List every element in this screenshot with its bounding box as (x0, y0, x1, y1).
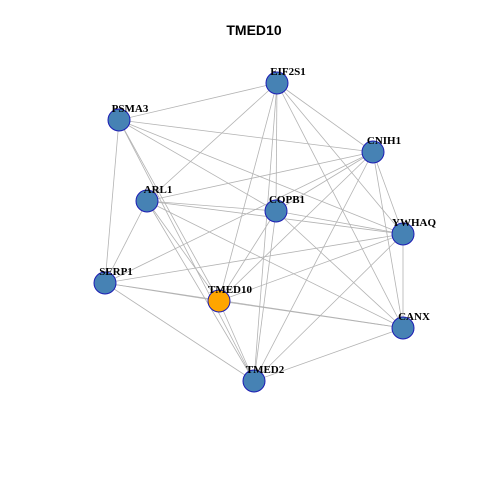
node-arl1[interactable]: ARL1 (135, 184, 173, 213)
edge-arl1-tmed2 (146, 200, 255, 382)
edge-tmed10-canx (218, 300, 404, 329)
node-cnih1[interactable]: CNIH1 (361, 135, 401, 164)
node-circle[interactable] (93, 271, 117, 295)
edge-arl1-copb1 (146, 200, 277, 212)
edge-eif2s1-cnih1 (276, 82, 374, 153)
edge-eif2s1-ywhaq (276, 82, 404, 235)
edge-eif2s1-canx (276, 82, 404, 329)
edge-ywhaq-serp1 (104, 233, 404, 284)
edge-cnih1-ywhaq (372, 151, 404, 235)
node-label: TMED2 (246, 364, 285, 376)
edge-copb1-tmed2 (253, 210, 277, 382)
node-label: CANX (398, 311, 430, 323)
node-circle[interactable] (361, 140, 385, 164)
node-label: CNIH1 (367, 135, 401, 147)
edge-canx-tmed2 (253, 327, 404, 382)
node-circle[interactable] (264, 199, 288, 223)
edge-layer (104, 82, 404, 382)
node-circle[interactable] (242, 369, 266, 393)
node-circle[interactable] (391, 316, 415, 340)
node-label: SERP1 (99, 266, 133, 278)
edge-serp1-tmed2 (104, 282, 255, 382)
edge-eif2s1-tmed2 (253, 82, 278, 382)
node-circle[interactable] (265, 71, 289, 95)
node-psma3[interactable]: PSMA3 (107, 103, 149, 132)
edge-arl1-tmed10 (146, 200, 220, 302)
edge-cnih1-canx (372, 151, 404, 329)
node-ywhaq[interactable]: YWHAQ (391, 217, 436, 246)
edge-cnih1-arl1 (146, 151, 374, 202)
edge-psma3-serp1 (104, 119, 120, 284)
edge-copb1-tmed10 (218, 210, 277, 302)
node-canx[interactable]: CANX (391, 311, 430, 340)
node-serp1[interactable]: SERP1 (93, 266, 133, 295)
edge-cnih1-copb1 (275, 151, 374, 212)
graph-title: TMED10 (226, 22, 281, 38)
edge-eif2s1-tmed10 (218, 82, 278, 302)
edge-arl1-serp1 (104, 200, 148, 284)
edge-eif2s1-psma3 (118, 82, 278, 121)
edge-ywhaq-tmed10 (218, 233, 404, 302)
edge-cnih1-tmed10 (218, 151, 374, 302)
edge-eif2s1-arl1 (146, 82, 278, 202)
edge-cnih1-serp1 (104, 151, 374, 284)
edge-psma3-cnih1 (118, 119, 374, 153)
node-tmed2[interactable]: TMED2 (242, 364, 285, 393)
edge-copb1-ywhaq (275, 210, 404, 235)
node-label: COPB1 (269, 194, 305, 206)
node-eif2s1[interactable]: EIF2S1 (265, 66, 306, 95)
edge-psma3-tmed10 (118, 119, 220, 302)
node-circle[interactable] (135, 189, 159, 213)
node-circle[interactable] (107, 108, 131, 132)
node-label: PSMA3 (112, 103, 149, 115)
node-label: EIF2S1 (270, 66, 305, 78)
edge-eif2s1-copb1 (275, 82, 278, 212)
edge-psma3-tmed2 (118, 119, 255, 382)
node-copb1[interactable]: COPB1 (264, 194, 305, 223)
edge-psma3-copb1 (118, 119, 277, 212)
node-label: TMED10 (208, 284, 253, 296)
node-label: YWHAQ (392, 217, 436, 229)
edge-ywhaq-tmed2 (253, 233, 404, 382)
node-circle[interactable] (207, 289, 231, 313)
node-label: ARL1 (144, 184, 173, 196)
edge-copb1-canx (275, 210, 404, 329)
edge-arl1-canx (146, 200, 404, 329)
node-circle[interactable] (391, 222, 415, 246)
node-tmed10[interactable]: TMED10 (207, 284, 253, 313)
edge-psma3-ywhaq (118, 119, 404, 235)
edge-tmed10-tmed2 (218, 300, 255, 382)
